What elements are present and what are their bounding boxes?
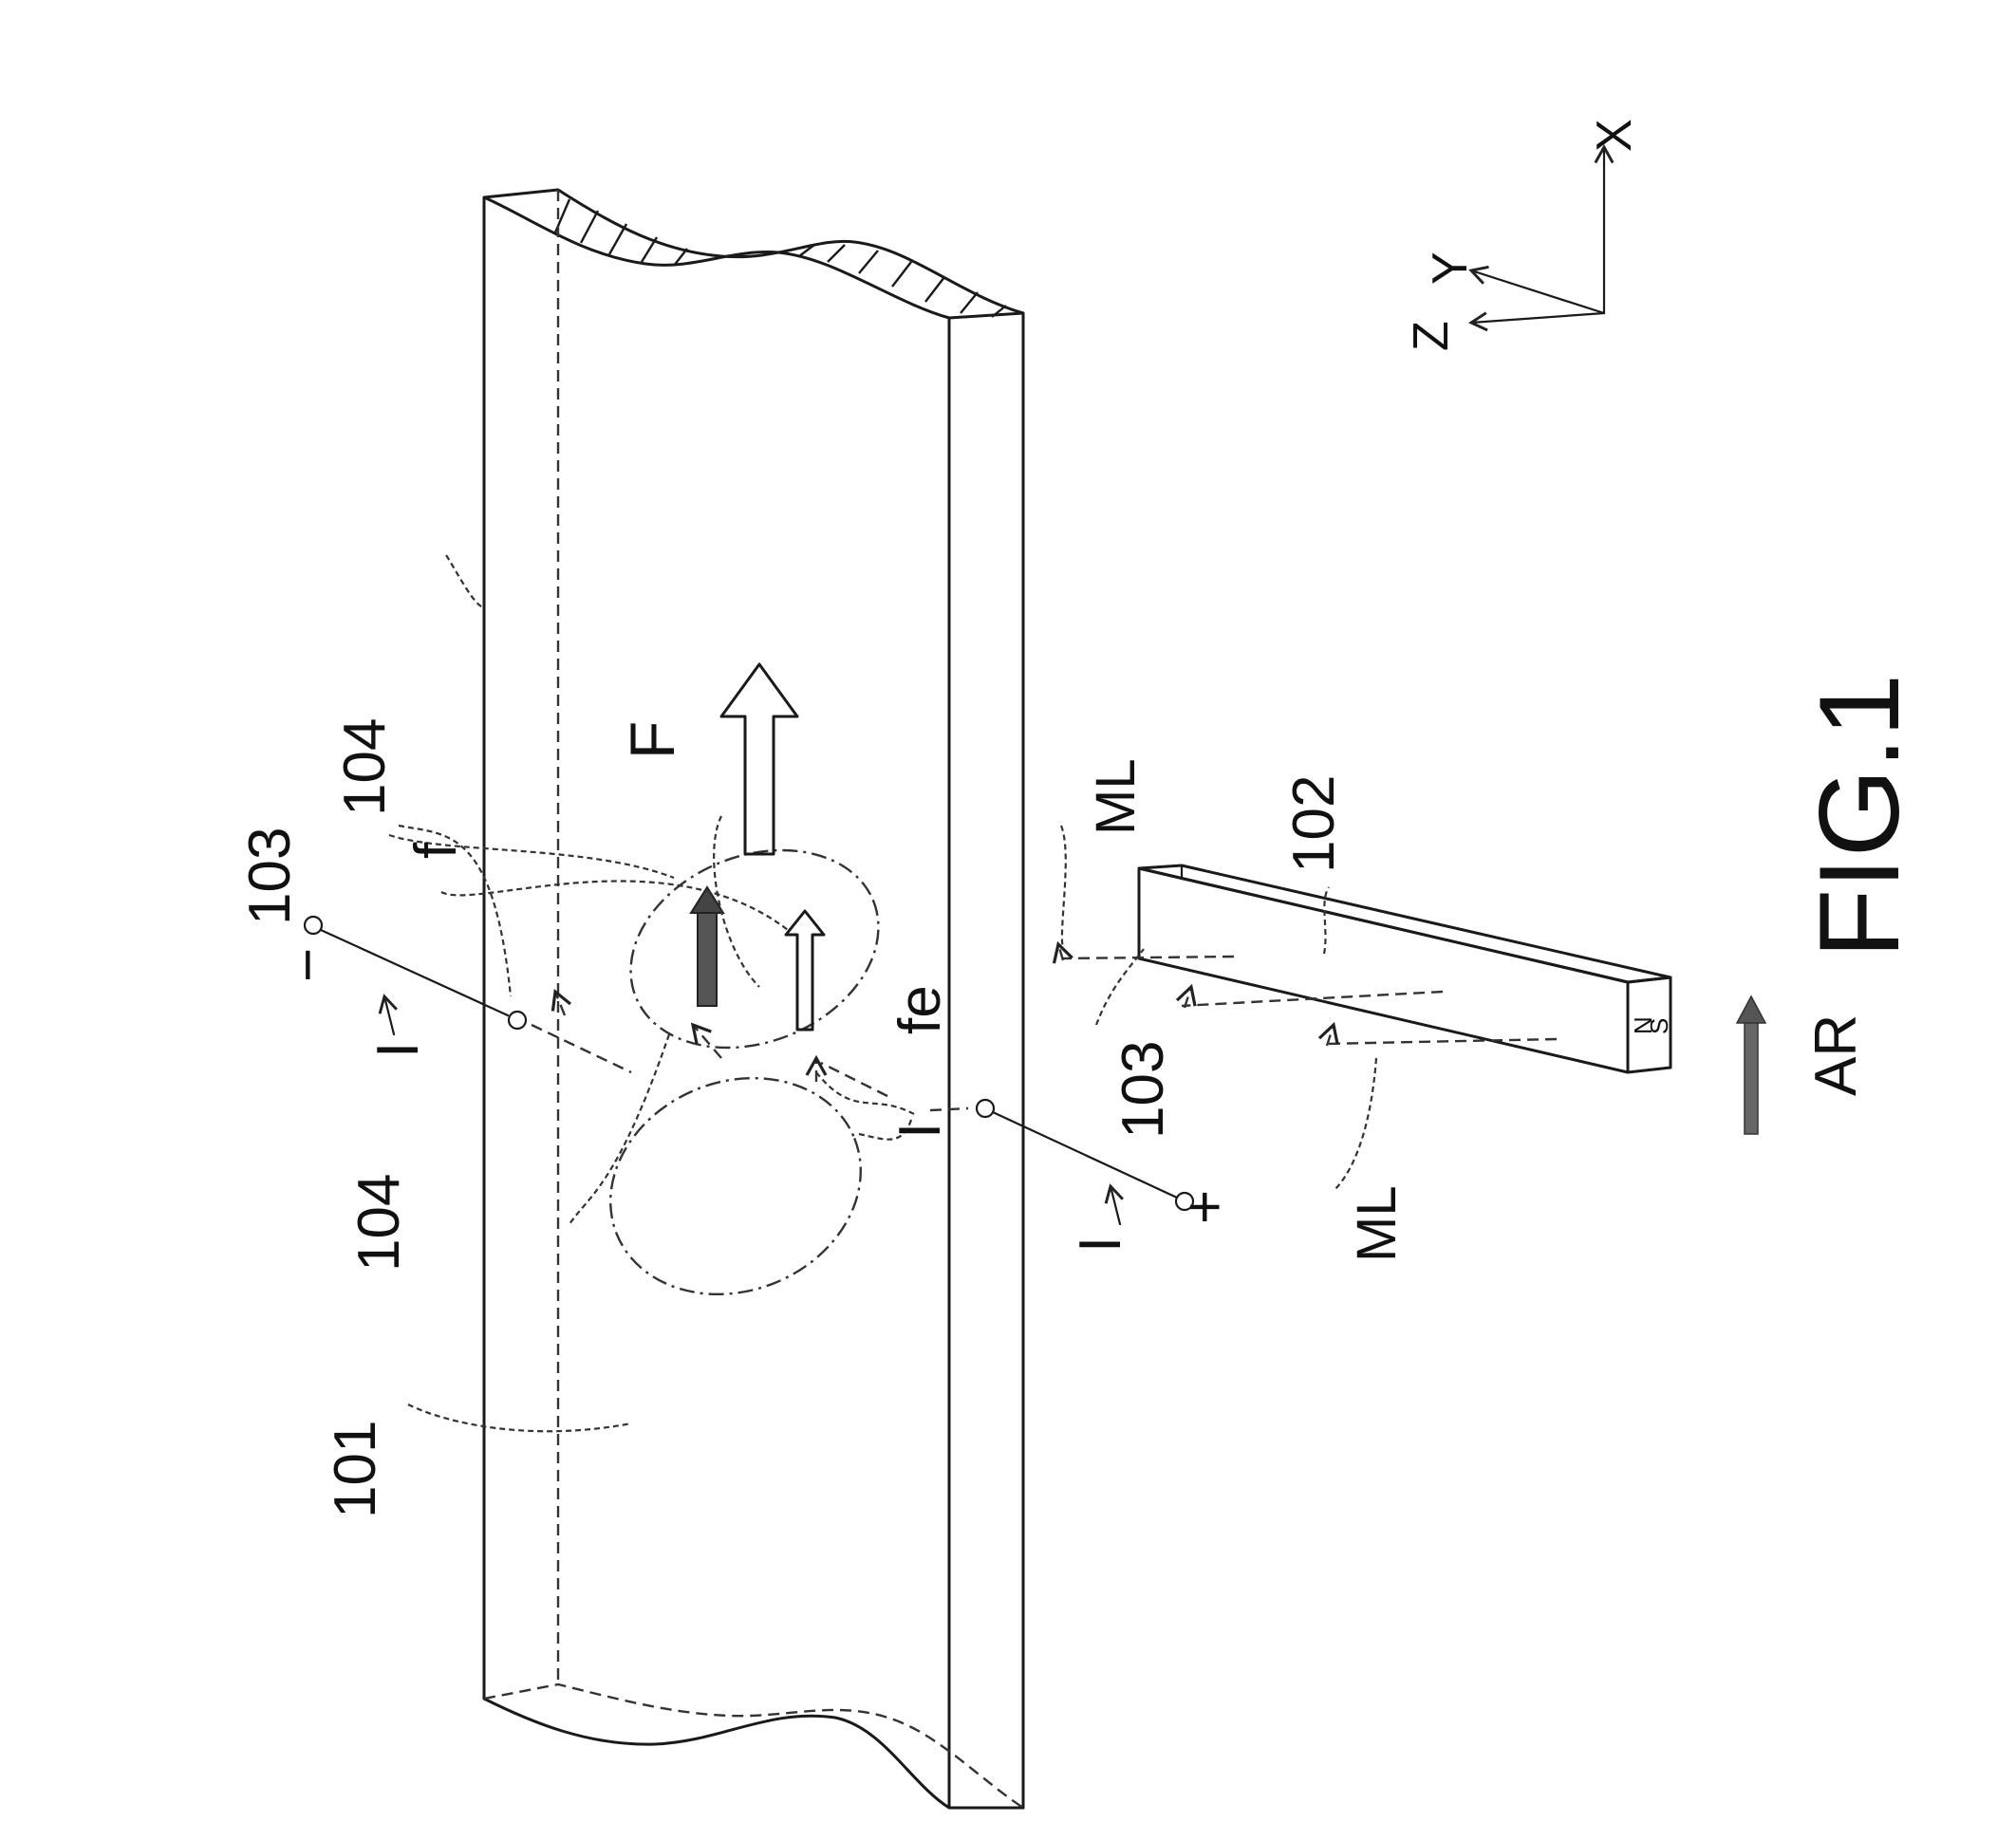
- channel-bottom-break-hidden: [484, 1684, 1023, 1808]
- region-lower: [578, 1041, 894, 1330]
- label-103-top: 103: [237, 827, 303, 925]
- label-current-top: I: [365, 1042, 431, 1058]
- axis-label-x: X: [1587, 119, 1642, 152]
- label-104-upper: 104: [332, 718, 398, 816]
- label-f: f: [403, 842, 469, 859]
- force-arrow-fe: [786, 911, 824, 1030]
- label-103-bottom: 103: [1111, 1041, 1176, 1139]
- axis-triad: X Y Z: [1404, 119, 1642, 351]
- label-current-middle: I: [887, 1123, 953, 1139]
- axis-label-z: Z: [1404, 321, 1459, 351]
- arrow-ar: [1737, 996, 1765, 1134]
- force-arrow-f: [691, 887, 723, 1006]
- label-current-bottom: I: [1068, 1236, 1133, 1253]
- force-arrow-F: [721, 664, 797, 854]
- field-lines: [1058, 944, 1557, 1046]
- label-F: F: [617, 721, 687, 759]
- label-ml-upper: ML: [1085, 758, 1147, 835]
- label-fe: fe: [887, 985, 953, 1034]
- label-plus: +: [1172, 1190, 1238, 1224]
- label-101: 101: [323, 1421, 388, 1518]
- label-ar: AR: [1803, 1014, 1869, 1096]
- current-arrow-bottom: [1111, 1186, 1120, 1224]
- label-102: 102: [1281, 775, 1347, 873]
- leader-lines: [389, 555, 1376, 1431]
- figure-caption: FIG.1: [1796, 674, 1923, 958]
- label-104-lower: 104: [346, 1174, 412, 1272]
- current-arrow-top: [384, 996, 394, 1034]
- label-minus: −: [275, 948, 341, 982]
- label-pole-s: S: [1645, 1018, 1673, 1034]
- axis-label-y: Y: [1423, 251, 1478, 285]
- label-ml-lower: ML: [1346, 1185, 1408, 1262]
